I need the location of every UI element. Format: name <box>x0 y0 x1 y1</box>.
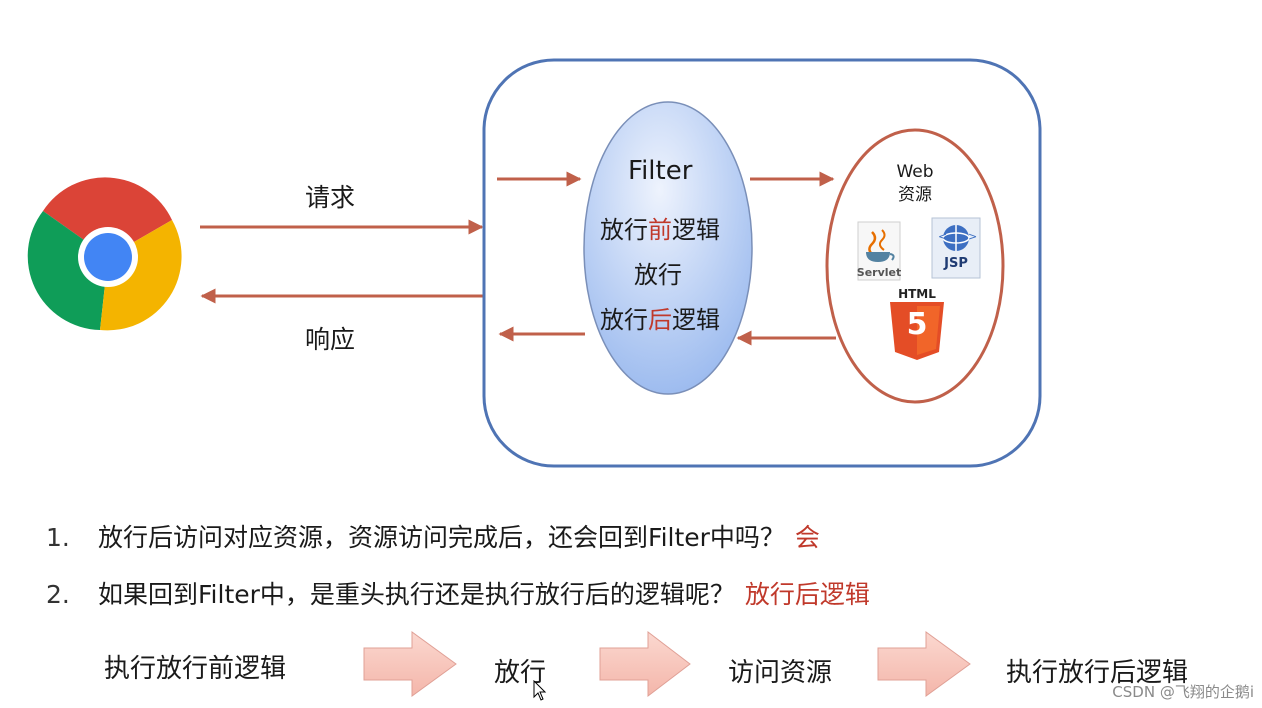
question-2-text: 如果回到Filter中，是重头执行还是执行放行后的逻辑呢？ <box>98 580 735 609</box>
web-resource-title: Web 资源 <box>880 161 950 207</box>
question-2-number: 2. <box>46 580 70 609</box>
filter-title: Filter <box>628 156 693 186</box>
question-2: 2. 如果回到Filter中，是重头执行还是执行放行后的逻辑呢？ 放行后逻辑 <box>46 575 870 611</box>
chrome-icon <box>27 177 182 331</box>
html5-digit: 5 <box>906 307 928 342</box>
question-2-answer: 放行后逻辑 <box>744 580 870 609</box>
filter-pre-logic: 放行前逻辑 <box>600 216 720 244</box>
svg-text:>: > <box>968 230 977 243</box>
html5-icon <box>890 302 944 360</box>
web-title-line2: 资源 <box>898 185 932 205</box>
server-container <box>482 58 1042 468</box>
svg-text:<: < <box>938 230 947 243</box>
flow-step-access-resource: 访问资源 <box>728 658 833 688</box>
flow-step-pre-logic: 执行放行前逻辑 <box>104 654 287 684</box>
question-1-text: 放行后访问对应资源，资源访问完成后，还会回到Filter中吗？ <box>98 523 785 552</box>
request-label: 请求 <box>305 183 356 212</box>
jsp-label: JSP <box>944 256 968 271</box>
watermark: CSDN @飞翔的企鹅i <box>1112 683 1254 701</box>
filter-pass: 放行 <box>634 261 682 289</box>
question-1: 1. 放行后访问对应资源，资源访问完成后，还会回到Filter中吗？ 会 <box>46 518 820 554</box>
flow-arrow-3 <box>877 631 971 697</box>
flow-arrow-1 <box>363 631 457 697</box>
html-label: HTML <box>898 287 936 301</box>
filter-post-logic: 放行后逻辑 <box>600 306 720 334</box>
servlet-icon <box>857 221 901 281</box>
mouse-cursor-icon <box>533 680 547 701</box>
servlet-label: Servlet <box>856 266 902 279</box>
question-1-number: 1. <box>46 523 70 552</box>
response-label: 响应 <box>305 325 356 354</box>
filter-ellipse <box>583 101 753 395</box>
flow-arrow-2 <box>599 630 691 698</box>
flow-step-post-logic: 执行放行后逻辑 <box>1006 658 1189 688</box>
question-1-answer: 会 <box>794 523 820 552</box>
flow-step-pass: 放行 <box>494 658 547 688</box>
web-title-line1: Web <box>896 162 934 182</box>
web-resource-ellipse <box>825 128 1005 404</box>
jsp-icon: < > <box>931 217 981 279</box>
